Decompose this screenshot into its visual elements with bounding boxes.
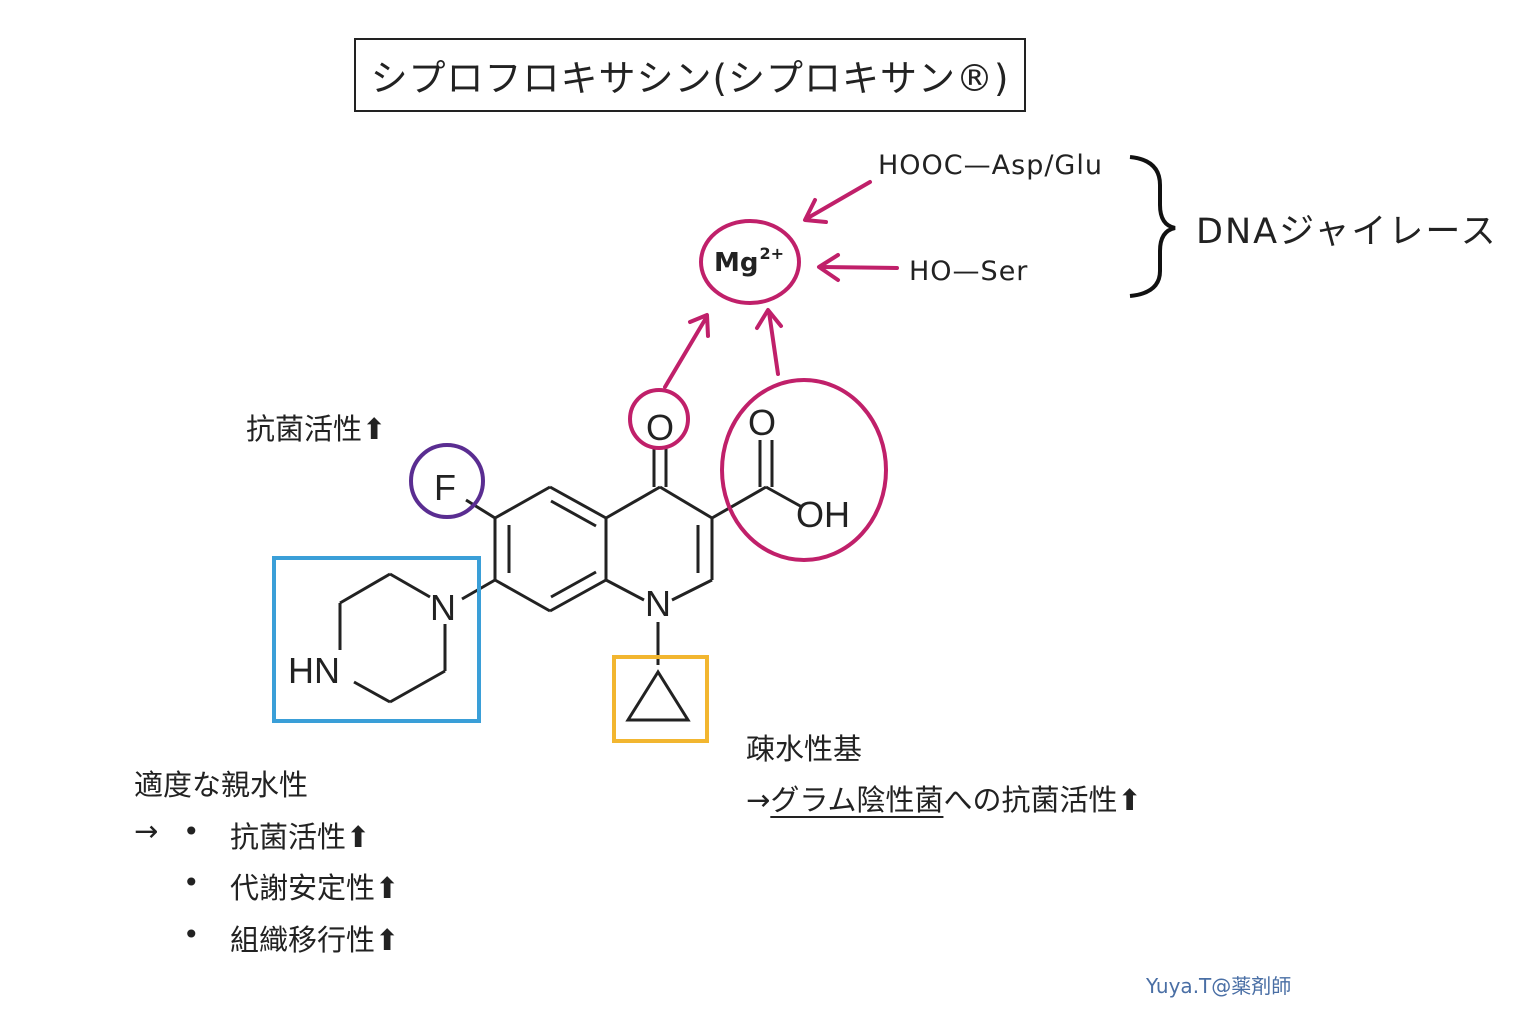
carboxyl-highlight-ellipse <box>720 378 888 562</box>
cyclopropyl-note-line: →グラム陰性菌への抗菌活性⬆ <box>746 777 1142 819</box>
keto-o-highlight-circle <box>628 388 690 450</box>
bullet-dot-icon: • <box>183 866 200 899</box>
cyclopropyl-ring <box>625 669 691 722</box>
atom-n-pip: N <box>430 587 456 628</box>
cyclopropyl-note-underlined: グラム陰性菌 <box>770 783 944 817</box>
atom-n1: N <box>645 583 671 624</box>
piperazine-note-arrow: → <box>134 814 159 848</box>
enzyme-name: DNAジャイレース <box>1196 212 1498 252</box>
cyclopropyl-note-prefix: → <box>746 783 771 817</box>
atom-o-acid: O <box>748 402 776 443</box>
piperazine-note-item: 抗菌活性⬆ <box>230 820 371 854</box>
atom-hn: HN <box>288 650 340 691</box>
coordination-arrows <box>663 180 899 389</box>
mg-ion-label: Mg2+ <box>714 244 785 278</box>
atom-f: F <box>434 467 456 508</box>
atom-oh: OH <box>796 494 850 535</box>
title-box: シプロフロキサシン(シプロキサン®) <box>354 38 1026 112</box>
cyclopropyl-note-suffix: への抗菌活性⬆ <box>943 783 1142 817</box>
enzyme-residue-ser: HO—Ser <box>909 256 1029 287</box>
mg-highlight-ellipse <box>699 219 801 305</box>
cyclopropyl-highlight-box <box>612 655 709 743</box>
piperazine-highlight-box <box>272 556 481 723</box>
enzyme-residue-asp-glu: HOOC—Asp/Glu <box>878 150 1103 181</box>
curly-brace-icon <box>1129 155 1176 298</box>
author-credit: Yuya.T@薬剤師 <box>1146 974 1292 998</box>
bullet-dot-icon: • <box>183 918 200 951</box>
piperazine-note-item: 組織移行性⬆ <box>230 923 400 957</box>
fluorine-note: 抗菌活性⬆ <box>246 412 387 446</box>
benzene-ring <box>493 485 608 613</box>
atom-o-keto: O <box>646 407 674 448</box>
fluorine-highlight-circle <box>409 443 485 519</box>
piperazine-note-item: 代謝安定性⬆ <box>230 871 400 905</box>
piperazine-note-heading: 適度な親水性 <box>134 768 309 802</box>
cyclopropyl-note-heading: 疎水性基 <box>746 732 863 766</box>
piperazine-ring <box>338 572 447 704</box>
pyridone-ring <box>461 440 803 665</box>
title: シプロフロキサシン(シプロキサン®) <box>370 57 1010 100</box>
bullet-dot-icon: • <box>183 815 200 848</box>
